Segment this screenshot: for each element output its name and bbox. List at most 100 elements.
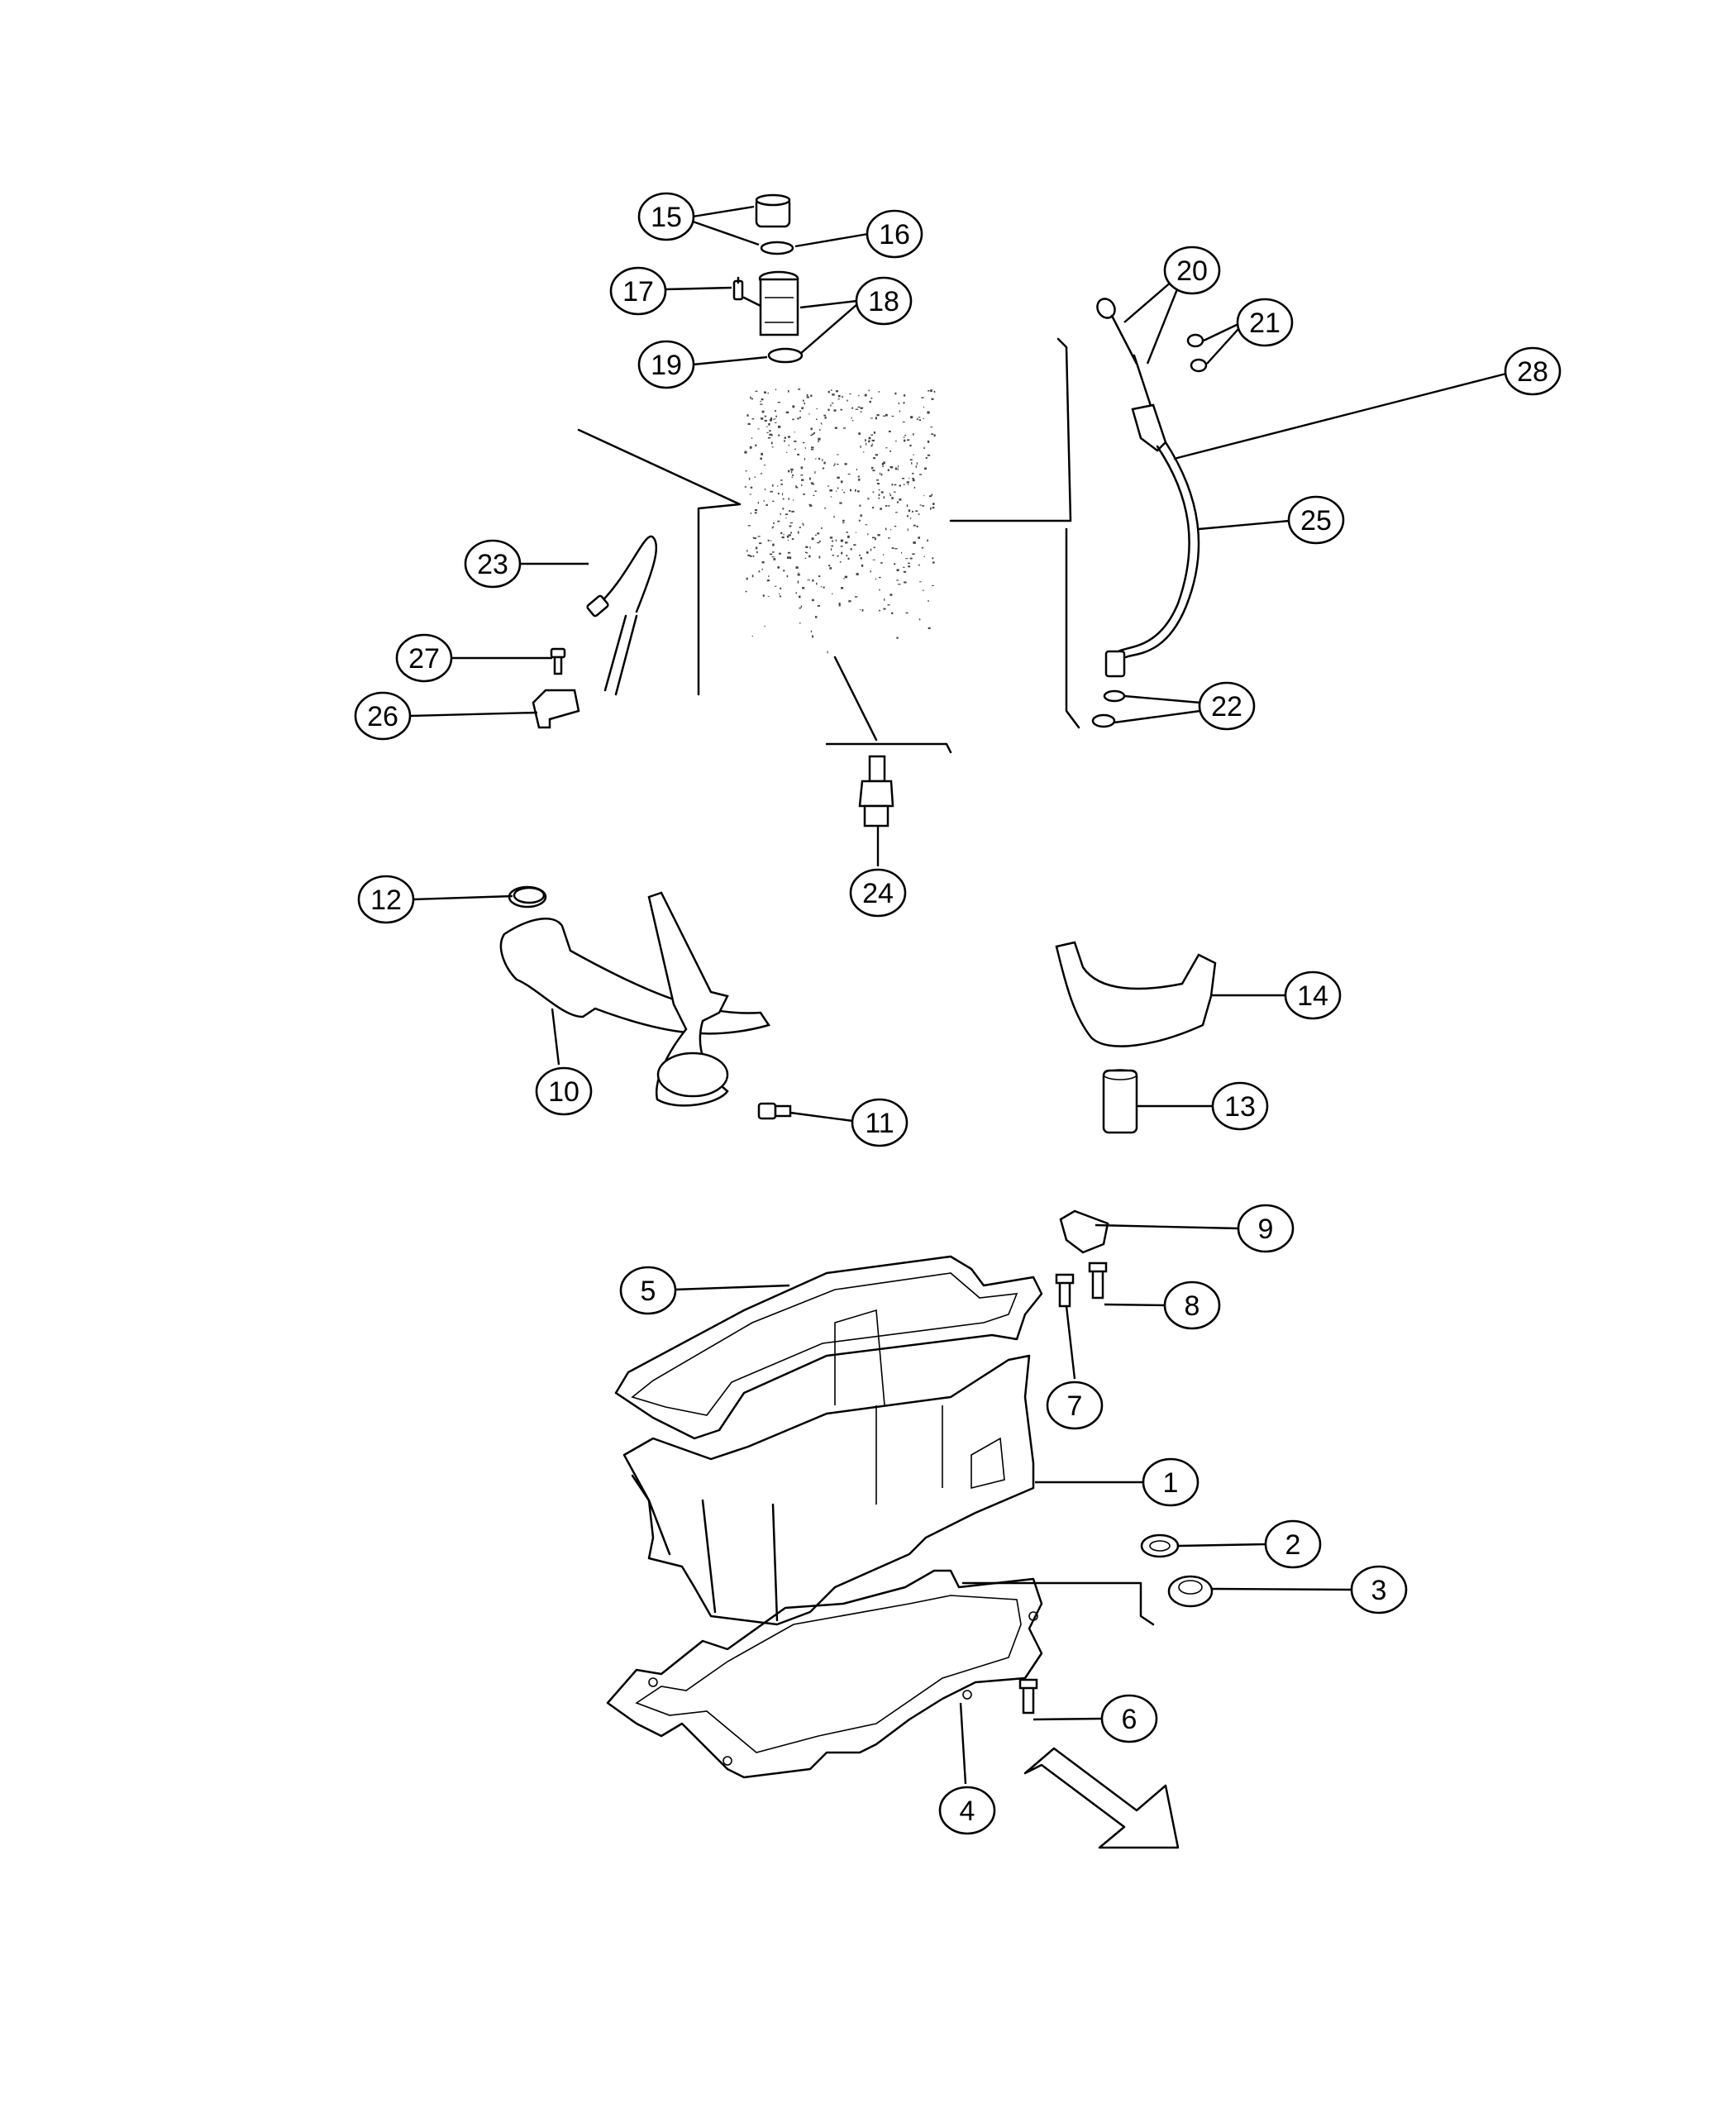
engine-speck bbox=[875, 537, 876, 541]
engine-speck bbox=[755, 390, 758, 392]
callout-7: 7 bbox=[1046, 1305, 1104, 1430]
callout-2: 2 bbox=[1178, 1519, 1322, 1569]
engine-speck bbox=[744, 486, 747, 488]
engine-speck bbox=[788, 390, 789, 393]
engine-speck bbox=[891, 415, 894, 417]
engine-speck bbox=[752, 537, 754, 539]
engine-speck bbox=[928, 600, 929, 602]
engine-speck bbox=[903, 402, 905, 404]
engine-speck bbox=[814, 534, 817, 536]
engine-speck bbox=[842, 395, 843, 398]
engine-speck bbox=[907, 528, 909, 532]
callout-label-12: 12 bbox=[370, 885, 402, 916]
oil-pan-lower-gasket bbox=[606, 1569, 1043, 1779]
engine-speck bbox=[855, 596, 858, 598]
callout-15: 15 bbox=[637, 192, 760, 246]
callout-label-2: 2 bbox=[1285, 1529, 1301, 1561]
pickup-bolt bbox=[757, 1102, 792, 1120]
engine-speck bbox=[933, 434, 936, 437]
engine-speck bbox=[785, 411, 789, 413]
engine-speck bbox=[804, 447, 806, 449]
engine-speck bbox=[764, 625, 765, 627]
callout-circle-19 bbox=[637, 340, 695, 389]
filler-cap-seal bbox=[760, 241, 794, 255]
engine-speck bbox=[885, 528, 887, 531]
engine-speck bbox=[918, 537, 920, 539]
engine-speck bbox=[859, 609, 861, 610]
engine-speck bbox=[883, 415, 885, 417]
engine-speck bbox=[744, 451, 747, 454]
engine-speck bbox=[861, 608, 864, 612]
callout-label-28: 28 bbox=[1517, 356, 1548, 388]
leader-line-10 bbox=[551, 1008, 560, 1066]
leader-line-17 bbox=[665, 286, 732, 291]
engine-speck bbox=[820, 585, 822, 588]
oil-pan-gasket-upper bbox=[614, 1255, 1043, 1440]
leader-line-21 bbox=[1206, 328, 1239, 365]
engine-speck bbox=[810, 630, 813, 633]
engine-speck bbox=[774, 418, 776, 420]
leader-line-15 bbox=[692, 205, 755, 218]
engine-speck bbox=[807, 579, 810, 581]
engine-speck bbox=[795, 566, 799, 569]
engine-speck bbox=[778, 425, 781, 428]
engine-speck bbox=[761, 417, 764, 420]
engine-speck bbox=[823, 586, 825, 589]
engine-speck bbox=[883, 608, 886, 610]
engine-speck bbox=[840, 546, 843, 547]
engine-speck bbox=[830, 548, 832, 551]
engine-speck bbox=[780, 532, 783, 535]
engine-speck bbox=[930, 507, 932, 510]
engine-speck bbox=[860, 514, 862, 517]
engine-speck bbox=[745, 470, 747, 472]
engine-speck bbox=[786, 535, 789, 538]
engine-speck bbox=[860, 557, 862, 560]
engine-speck bbox=[786, 451, 788, 453]
engine-speck bbox=[873, 546, 875, 549]
engine-speck bbox=[851, 407, 854, 409]
callout-circle-11 bbox=[851, 1098, 909, 1147]
callout-circle-1 bbox=[1142, 1457, 1199, 1507]
engine-speck bbox=[764, 419, 767, 422]
engine-speck bbox=[818, 457, 821, 460]
callout-label-13: 13 bbox=[1224, 1091, 1256, 1123]
engine-speck bbox=[927, 539, 928, 541]
engine-speck bbox=[909, 444, 912, 447]
callout-25: 25 bbox=[1198, 495, 1345, 545]
engine-speck bbox=[764, 391, 766, 393]
engine-speck bbox=[794, 441, 797, 442]
engine-speck bbox=[878, 497, 880, 499]
engine-speck bbox=[760, 403, 763, 405]
engine-speck bbox=[808, 413, 810, 415]
engine-speck bbox=[780, 513, 781, 515]
engine-speck bbox=[755, 546, 758, 550]
engine-speck bbox=[769, 419, 772, 422]
engine-speck bbox=[766, 432, 769, 433]
engine-speck bbox=[751, 636, 753, 637]
engine-speck bbox=[880, 508, 882, 510]
engine-speck bbox=[748, 477, 751, 480]
engine-speck bbox=[928, 627, 931, 630]
engine-speck bbox=[856, 573, 859, 575]
engine-speck bbox=[924, 467, 927, 470]
leader-line-3 bbox=[1211, 1587, 1353, 1591]
engine-speck bbox=[829, 489, 832, 492]
callout-label-5: 5 bbox=[641, 1276, 656, 1307]
engine-speck bbox=[908, 484, 909, 485]
engine-speck bbox=[842, 519, 845, 522]
callout-27: 27 bbox=[395, 633, 552, 683]
engine-speck bbox=[777, 566, 780, 569]
engine-speck bbox=[923, 589, 924, 591]
engine-speck bbox=[761, 568, 763, 570]
engine-speck bbox=[791, 470, 793, 474]
engine-speck bbox=[927, 440, 930, 443]
engine-speck bbox=[870, 570, 871, 573]
engine-speck bbox=[789, 522, 793, 524]
engine-speck bbox=[871, 466, 874, 470]
engine-speck bbox=[853, 544, 856, 546]
engine-speck bbox=[877, 534, 880, 537]
engine-speck bbox=[873, 457, 876, 460]
engine-speck bbox=[907, 439, 910, 441]
engine-speck bbox=[813, 432, 816, 434]
callout-label-27: 27 bbox=[408, 643, 440, 675]
